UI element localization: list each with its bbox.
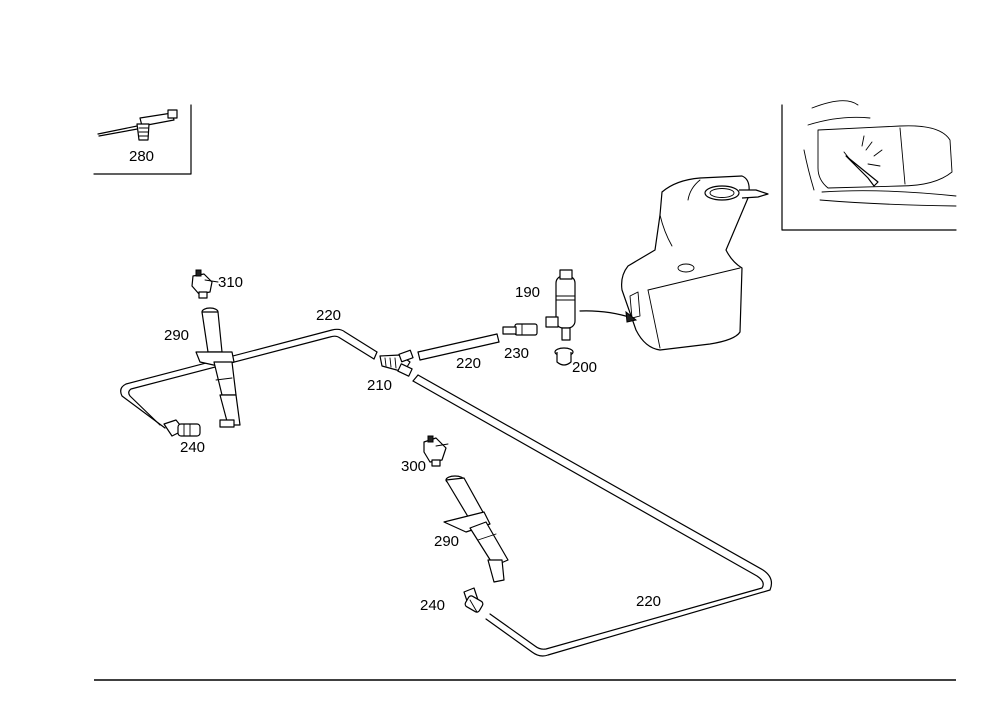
telescopic-cylinder-290-lower-icon [443, 475, 509, 583]
callout-290-left: 290 [164, 327, 189, 344]
clip-280-icon [97, 109, 178, 141]
grommet-200-icon [554, 347, 574, 366]
washer-nozzle-300-icon [423, 435, 449, 467]
mounting-arrow-icon [579, 310, 638, 323]
detail-box-vehicle [781, 100, 957, 231]
callout-290-lower: 290 [434, 533, 459, 550]
callout-310: 310 [218, 274, 243, 291]
callout-300: 300 [401, 458, 426, 475]
callout-190: 190 [515, 284, 540, 301]
callout-220-middle: 220 [456, 355, 481, 372]
elbow-connector-240-lower-icon [463, 587, 484, 613]
callout-280: 280 [129, 148, 154, 165]
telescopic-cylinder-290-left-icon [195, 307, 241, 428]
hose-220-middle-icon [417, 333, 500, 361]
t-piece-210-icon [379, 349, 414, 377]
washer-nozzle-310-icon [191, 269, 219, 299]
vehicle-headlamp-icon [803, 100, 957, 207]
callout-220-lower: 220 [636, 593, 661, 610]
callout-240-left: 240 [180, 439, 205, 456]
washer-reservoir-icon [621, 175, 769, 351]
washer-pump-190-icon [545, 269, 576, 341]
callout-200: 200 [572, 359, 597, 376]
callout-210: 210 [367, 377, 392, 394]
callout-240-lower: 240 [420, 597, 445, 614]
detail-box-clip: 280 [93, 104, 192, 175]
callout-230: 230 [504, 345, 529, 362]
hose-220-lower-icon [412, 374, 773, 657]
hose-220-upper-left-icon [120, 328, 378, 429]
callout-220-upper-left: 220 [316, 307, 341, 324]
connector-230-icon [502, 323, 538, 336]
elbow-connector-240-left-icon [163, 419, 201, 437]
